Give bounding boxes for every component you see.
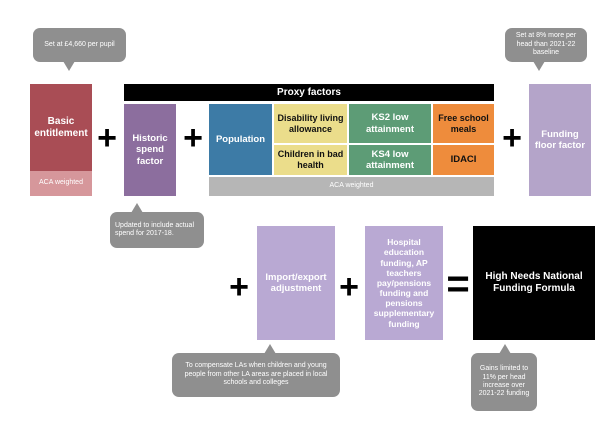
basic-entitlement-label: Basic entitlement — [34, 115, 88, 139]
plus-symbol: + — [339, 268, 359, 306]
basic-entitlement-box: Basic entitlement — [30, 84, 92, 171]
gains-limit-text: Gains limited to 11% per head increase o… — [478, 365, 530, 398]
plus-symbol: + — [229, 268, 249, 306]
ks4-low-attainment-box: KS4 low attainment — [349, 145, 431, 175]
ks2-low-attainment-box: KS2 low attainment — [349, 104, 431, 143]
hnnff-box: High Needs National Funding Formula — [473, 226, 595, 340]
plus-symbol: + — [183, 119, 203, 157]
floor-rate-text: Set at 8% more per head than 2021-22 bas… — [515, 32, 577, 57]
plus-symbol: + — [502, 119, 522, 157]
population-box: Population — [209, 104, 272, 175]
import-export-callout-tail — [264, 344, 276, 354]
import-export-label: Import/export adjustment — [265, 271, 327, 294]
historic-update-callout-tail — [131, 203, 143, 213]
idaci-label: IDACI — [450, 154, 477, 166]
import-export-callout: To compensate LAs when children and youn… — [172, 353, 340, 397]
free-school-meals-box: Free school meals — [433, 104, 494, 143]
children-bad-health-label: Children in bad health — [277, 149, 344, 170]
idaci-box: IDACI — [433, 145, 494, 175]
basic-rate-callout-tail — [63, 61, 75, 71]
basic-aca-label: ACA weighted — [39, 179, 83, 187]
gains-limit-callout: Gains limited to 11% per head increase o… — [471, 353, 537, 411]
proxy-factors-header: Proxy factors — [124, 84, 494, 101]
plus-operator-5: + — [336, 270, 362, 304]
basic-aca-box: ACA weighted — [30, 171, 92, 196]
import-export-box: Import/export adjustment — [257, 226, 335, 340]
disability-label: Disability living allowance — [277, 112, 344, 134]
funding-floor-box: Funding floor factor — [529, 84, 591, 196]
funding-floor-label: Funding floor factor — [534, 128, 586, 151]
plus-operator-1: + — [94, 121, 120, 155]
import-export-note-text: To compensate LAs when children and youn… — [184, 362, 328, 387]
proxy-aca-label: ACA weighted — [329, 182, 374, 190]
hnnff-label: High Needs National Funding Formula — [485, 271, 583, 294]
free-school-meals-label: Free school meals — [438, 112, 489, 134]
equals-operator: = — [443, 264, 473, 304]
proxy-factors-title: Proxy factors — [277, 86, 341, 98]
equals-symbol: = — [446, 262, 470, 306]
floor-rate-callout: Set at 8% more per head than 2021-22 bas… — [505, 28, 587, 62]
population-label: Population — [215, 133, 266, 145]
floor-rate-callout-tail — [533, 61, 545, 71]
basic-rate-text: Set at £4,660 per pupil — [44, 40, 115, 48]
children-bad-health-box: Children in bad health — [274, 145, 347, 175]
hospital-education-label: Hospital education funding, AP teachers … — [373, 237, 435, 329]
plus-operator-3: + — [499, 121, 525, 155]
historic-spend-box: Historic spend factor — [124, 104, 176, 196]
plus-operator-4: + — [226, 270, 252, 304]
plus-operator-2: + — [180, 121, 206, 155]
historic-spend-label: Historic spend factor — [132, 132, 168, 167]
hospital-education-box: Hospital education funding, AP teachers … — [365, 226, 443, 340]
gains-limit-callout-tail — [499, 344, 511, 354]
proxy-aca-box: ACA weighted — [209, 177, 494, 196]
basic-rate-callout: Set at £4,660 per pupil — [33, 28, 126, 62]
historic-update-text: Updated to include actual spend for 2017… — [115, 221, 194, 237]
ks2-label: KS2 low attainment — [365, 112, 415, 135]
disability-living-allowance-box: Disability living allowance — [274, 104, 347, 143]
plus-symbol: + — [97, 119, 117, 157]
ks4-label: KS4 low attainment — [365, 148, 415, 171]
historic-update-callout: Updated to include actual spend for 2017… — [110, 212, 204, 248]
